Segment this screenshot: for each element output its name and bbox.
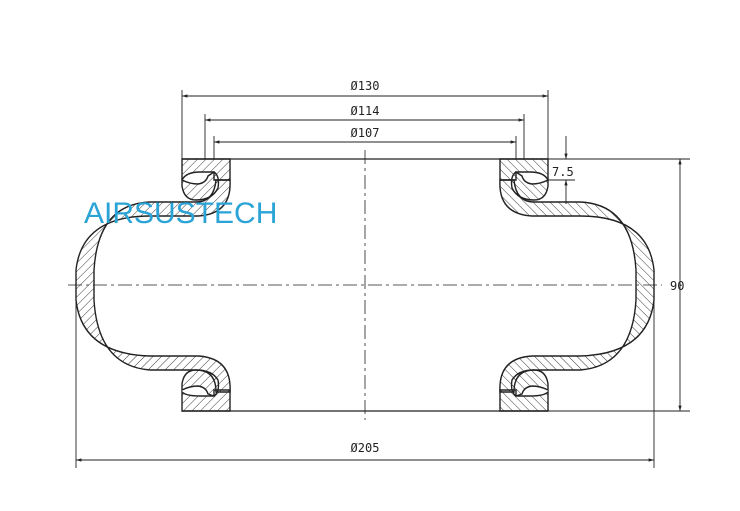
right-bottom-bead (510, 369, 549, 397)
dim-label-7-5: 7.5 (552, 165, 574, 179)
dim-label-90: 90 (670, 279, 684, 293)
left-bellows-section (75, 158, 231, 412)
dim-label-107: Ø107 (351, 126, 380, 140)
dimension-lines (75, 90, 690, 468)
right-top-flange (499, 158, 549, 181)
left-bottom-flange (181, 389, 231, 412)
plate-lines (182, 158, 548, 412)
dim-label-130: Ø130 (351, 79, 380, 93)
left-top-flange (181, 158, 231, 181)
right-main-wall (499, 179, 655, 393)
right-bottom-flange (499, 389, 549, 412)
left-bottom-bead (181, 369, 220, 397)
dim-label-205: Ø205 (351, 441, 380, 455)
dim-label-114: Ø114 (351, 104, 380, 118)
brand-logo: AIRSUSTECH (84, 197, 277, 230)
right-bellows-section (499, 158, 655, 412)
centerlines (68, 150, 662, 420)
